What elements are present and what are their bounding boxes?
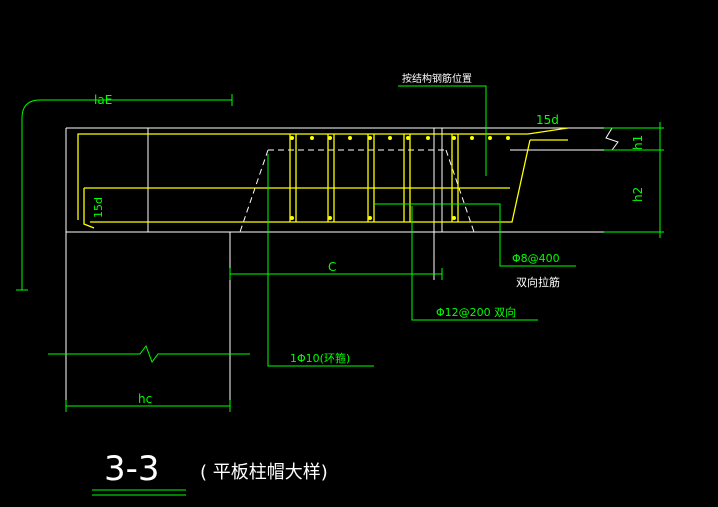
top-extension-label: 15d bbox=[536, 113, 559, 127]
section-title: ( 平板柱帽大样) bbox=[200, 462, 328, 483]
cap-width-label: C bbox=[328, 260, 336, 274]
concrete-outline bbox=[65, 127, 619, 405]
anchorage-length-label: laE bbox=[94, 93, 112, 107]
slab-thickness-label: h1 bbox=[631, 135, 645, 150]
tie-bar-note: 双向拉筋 bbox=[516, 275, 560, 289]
bottom-hook-label: 15d bbox=[92, 197, 105, 218]
tie-bar-callout: Φ8@400 bbox=[512, 252, 560, 265]
dimension-lines bbox=[16, 85, 664, 496]
cap-bars-callout: Φ12@200 双向 bbox=[436, 305, 516, 319]
section-number: 3-3 bbox=[104, 449, 160, 489]
ring-bar-callout: 1Φ10(环箍) bbox=[290, 351, 350, 365]
slab-bar-note: 按结构钢筋位置 bbox=[402, 72, 472, 85]
rebar-layout bbox=[77, 127, 569, 229]
column-width-label: hc bbox=[138, 392, 152, 406]
cap-dashed-outline bbox=[239, 149, 475, 233]
rebar-dots bbox=[290, 136, 510, 220]
cap-thickness-label: h2 bbox=[631, 187, 645, 202]
